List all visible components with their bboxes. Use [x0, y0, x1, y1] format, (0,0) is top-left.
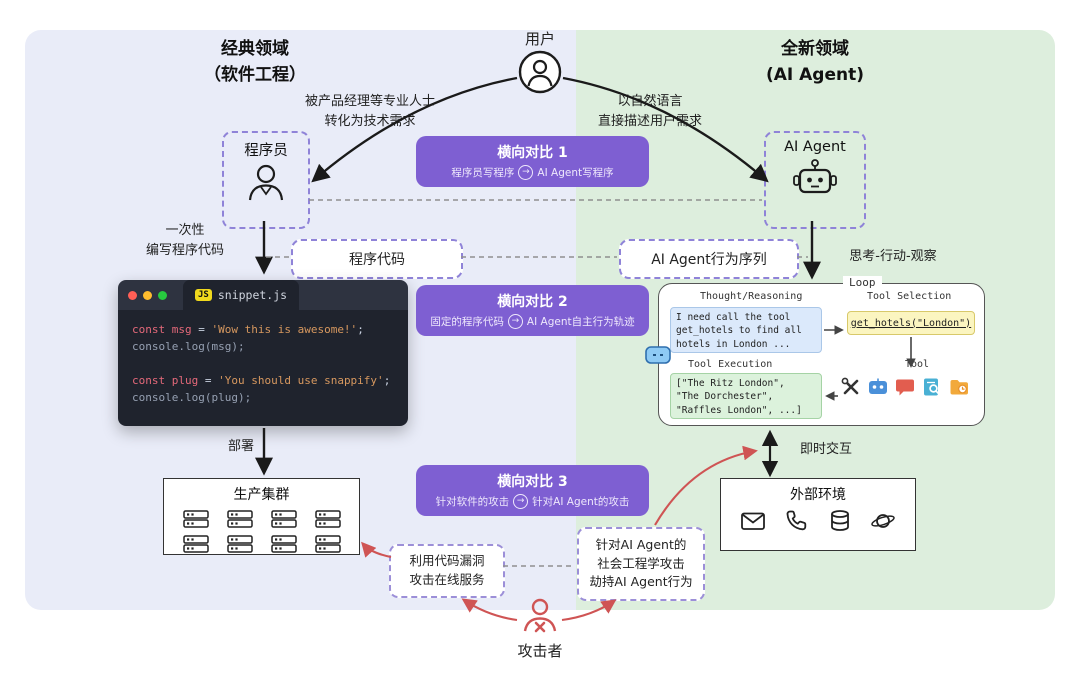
code-editor-window: JS snippet.js const msg = 'Wow this is a… [118, 280, 408, 426]
editor-code-area: const msg = 'Wow this is awesome!';conso… [118, 310, 408, 426]
comparison-3-title: 横向对比 3 [497, 474, 568, 490]
agent-domain-title: 全新领域 (AI Agent) [660, 36, 970, 89]
comparison-banner-3: 横向对比 3 针对软件的攻击 → 针对AI Agent的攻击 [416, 465, 649, 516]
comparison-1-left: 程序员写程序 [451, 167, 515, 179]
tool-selection-label: Tool Selection [867, 291, 952, 302]
ai-agent-box: AI Agent [764, 131, 866, 229]
window-zoom-dot [158, 290, 167, 300]
comparison-2-left: 固定的程序代码 [430, 316, 504, 328]
agent-domain-title-line1: 全新领域 [781, 39, 849, 59]
chat-bubble-icon [894, 376, 916, 398]
server-icon [314, 535, 341, 553]
tool-execution-label: Tool Execution [688, 359, 773, 370]
server-icon [182, 535, 209, 553]
annotation-left: 被产品经理等专业人士 转化为技术需求 [304, 94, 435, 129]
server-grid [164, 510, 359, 553]
environment-icons-row [721, 504, 915, 534]
server-icon [226, 535, 253, 553]
robot-chat-icon [867, 376, 889, 398]
annotation-right: 以自然语言 直接描述用户需求 [597, 94, 702, 129]
database-icon [826, 508, 854, 534]
folder-clock-icon [948, 376, 970, 398]
robot-icon [791, 158, 839, 200]
deploy-label: 部署 [227, 439, 254, 454]
thought-reasoning-label: Thought/Reasoning [700, 291, 803, 302]
tools-icon [840, 376, 862, 398]
arrow-icon: → [507, 314, 523, 329]
editor-tab-bar: JS snippet.js [118, 280, 408, 310]
server-icon [182, 510, 209, 528]
programmer-box: 程序员 [222, 131, 310, 229]
realtime-interaction-label: 即时交互 [799, 442, 852, 457]
production-cluster-box: 生产集群 [163, 478, 360, 555]
classic-domain-title-line1: 经典领域 [221, 39, 289, 59]
production-cluster-label: 生产集群 [233, 487, 290, 503]
programmer-icon [244, 160, 288, 204]
classic-domain-title-line2: （软件工程） [204, 65, 306, 86]
tool-icons-row [840, 372, 980, 402]
doc-search-icon [921, 376, 943, 398]
mail-icon [739, 508, 767, 534]
arrow-icon: → [513, 494, 529, 509]
editor-filename: snippet.js [217, 288, 288, 302]
classic-domain-title: 经典领域 （软件工程） [100, 36, 410, 89]
comparison-banner-2: 横向对比 2 固定的程序代码 → AI Agent自主行为轨迹 [416, 285, 649, 336]
comparison-banner-1: 横向对比 1 程序员写程序 → AI Agent写程序 [416, 136, 649, 187]
write-once-label: 一次性 编写程序代码 [145, 223, 224, 258]
editor-file-tab[interactable]: JS snippet.js [183, 280, 300, 310]
comparison-1-title: 横向对比 1 [497, 145, 568, 161]
thought-box: I need call the tool get_hotels to find … [670, 307, 822, 353]
phone-icon [782, 508, 810, 534]
server-icon [270, 535, 297, 553]
window-minimize-dot [143, 290, 152, 300]
arrow-icon: → [518, 165, 534, 180]
program-code-box: 程序代码 [291, 239, 463, 279]
code-vuln-attack-box: 利用代码漏洞 攻击在线服务 [389, 544, 505, 598]
planet-icon [869, 508, 897, 534]
comparison-2-right: AI Agent自主行为轨迹 [526, 316, 635, 328]
programmer-label: 程序员 [244, 143, 288, 159]
js-badge-icon: JS [195, 289, 212, 301]
social-engineering-attack-box: 针对AI Agent的 社会工程学攻击 劫持AI Agent行为 [577, 527, 705, 601]
comparison-2-title: 横向对比 2 [497, 294, 568, 310]
loop-label: Loop [843, 276, 882, 289]
comparison-1-right: AI Agent写程序 [537, 167, 614, 179]
tool-label: Tool [905, 359, 930, 370]
window-close-dot [128, 290, 137, 300]
external-environment-label: 外部环境 [790, 487, 846, 503]
agent-domain-title-line2: (AI Agent) [765, 65, 865, 86]
attacker-icon [520, 597, 560, 641]
server-icon [226, 510, 253, 528]
tool-execution-box: ["The Ritz London", "The Dorchester", "R… [670, 373, 822, 419]
ai-agent-label: AI Agent [784, 139, 846, 155]
external-environment-box: 外部环境 [720, 478, 916, 551]
behavior-sequence-box: AI Agent行为序列 [619, 239, 799, 279]
attacker-label: 攻击者 [517, 642, 563, 660]
comparison-3-left: 针对软件的攻击 [435, 496, 510, 508]
tool-selection-box: get_hotels("London") [847, 311, 975, 335]
server-icon [314, 510, 341, 528]
user-label: 用户 [524, 30, 555, 48]
server-icon [270, 510, 297, 528]
comparison-3-right: 针对AI Agent的攻击 [532, 496, 630, 508]
loop-robot-icon [645, 344, 671, 370]
think-act-observe-label: 思考-行动-观察 [849, 249, 937, 264]
user-icon [518, 50, 562, 98]
